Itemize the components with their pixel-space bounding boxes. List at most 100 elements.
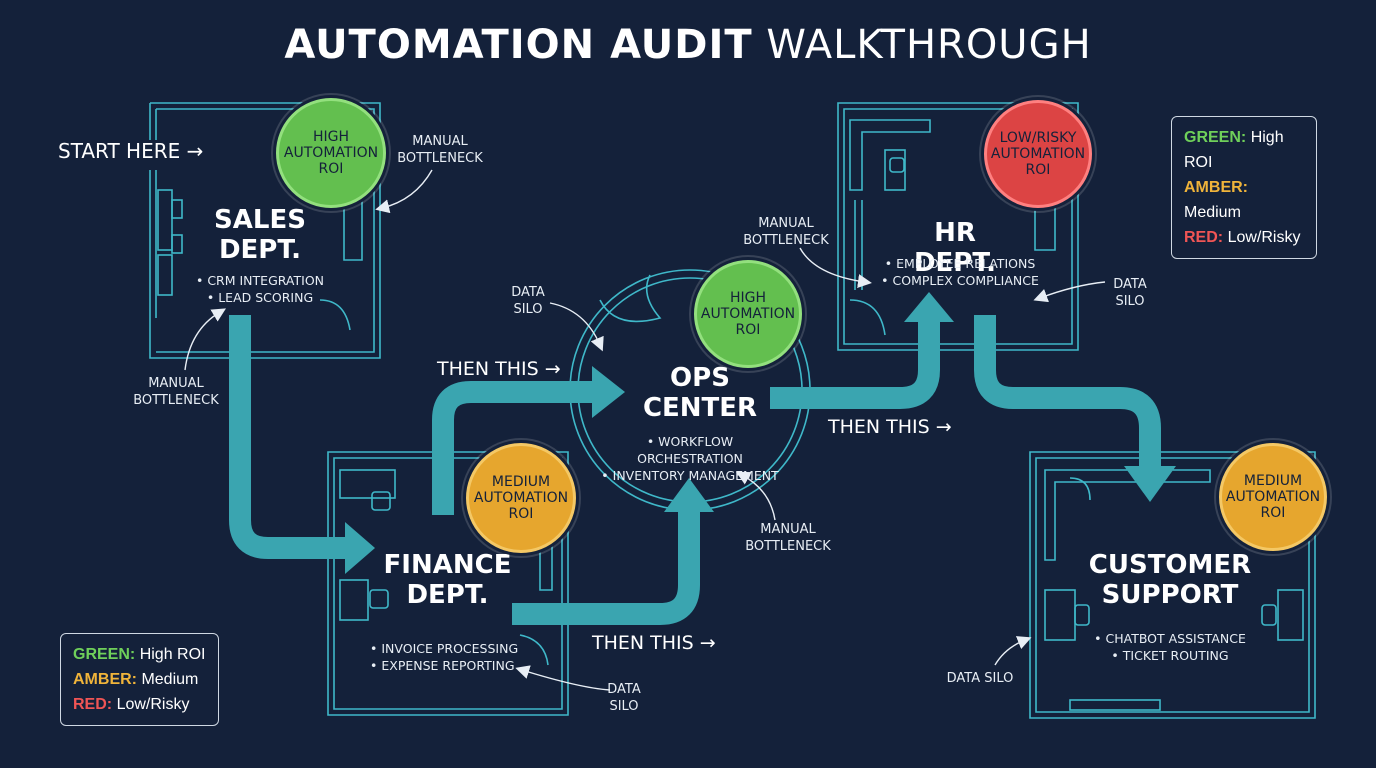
flow-arrowheads	[345, 292, 1176, 574]
support-badge-line3: ROI	[1260, 505, 1286, 521]
ops-center-title: OPS CENTER	[625, 363, 775, 423]
note-line: SILO	[1115, 294, 1145, 309]
ops-badge-line2: AUTOMATION	[700, 306, 796, 322]
legend-green-value: High ROI	[1184, 129, 1284, 171]
sales-roi-badge: HIGH AUTOMATION ROI	[276, 98, 386, 208]
ops-name-line1: OPS	[670, 363, 730, 393]
legend-row-amber: AMBER: Medium	[1184, 175, 1304, 225]
finance-badge-line2: AUTOMATION	[473, 490, 569, 506]
finance-badge-line1: MEDIUM	[491, 474, 551, 490]
legend-amber-key: AMBER:	[73, 671, 137, 688]
step-label-1: THEN THIS →	[437, 358, 561, 380]
ops-badge-line1: HIGH	[729, 290, 767, 306]
support-badge-line2: AUTOMATION	[1225, 489, 1321, 505]
annotation-pointers	[184, 169, 1106, 691]
ops-roi-badge: HIGH AUTOMATION ROI	[694, 260, 802, 368]
page-title: AUTOMATION AUDIT WALKTHROUGH	[0, 22, 1376, 68]
finance-bullet-2: EXPENSE REPORTING	[370, 657, 530, 674]
support-roi-badge: MEDIUM AUTOMATION ROI	[1219, 443, 1327, 551]
hr-data-silo-note: DATA SILO	[1102, 276, 1158, 310]
legend-top-right: GREEN: High ROI AMBER: Medium RED: Low/R…	[1171, 116, 1317, 259]
ops-bullet-2: INVENTORY MANAGEMENT	[595, 467, 785, 484]
note-line: BOTTLENECK	[743, 233, 829, 248]
hr-bullets: EMPLOYEE RELATIONS COMPLEX COMPLIANCE	[880, 255, 1040, 289]
ops-data-silo-note: DATA SILO	[500, 284, 556, 318]
finance-roi-badge: MEDIUM AUTOMATION ROI	[466, 443, 576, 553]
finance-dept-title: FINANCE DEPT.	[375, 550, 520, 610]
hr-badge-line1: LOW/RISKY	[999, 130, 1077, 146]
finance-bullets: INVOICE PROCESSING EXPENSE REPORTING	[370, 640, 530, 674]
note-line: MANUAL	[412, 134, 468, 149]
note-line: DATA SILO	[946, 671, 1014, 686]
title-bold: AUTOMATION AUDIT	[284, 22, 753, 68]
hr-bullet-2: COMPLEX COMPLIANCE	[880, 272, 1040, 289]
note-line: MANUAL	[758, 216, 814, 231]
note-line: DATA	[1113, 277, 1147, 292]
support-dept-title: CUSTOMER SUPPORT	[1085, 550, 1255, 610]
sales-badge-line1: HIGH	[312, 129, 350, 145]
hr-bottleneck-note: MANUAL BOTTLENECK	[738, 215, 834, 249]
sales-name-line2: DEPT.	[218, 235, 302, 265]
legend-row-amber: AMBER: Medium	[73, 667, 206, 692]
sales-bullet-2: LEAD SCORING	[185, 289, 335, 306]
sales-bullets: CRM INTEGRATION LEAD SCORING	[185, 272, 335, 306]
support-room-outline	[1029, 451, 1316, 719]
ops-bullets: WORKFLOW ORCHESTRATION INVENTORY MANAGEM…	[595, 433, 785, 484]
step-label-2: THEN THIS →	[828, 416, 952, 438]
support-name-line1: CUSTOMER	[1088, 550, 1252, 580]
note-line: BOTTLENECK	[745, 539, 831, 554]
legend-amber-value: Medium	[1184, 204, 1241, 221]
note-line: DATA	[511, 285, 545, 300]
hr-badge-line2: AUTOMATION	[990, 146, 1086, 162]
ops-bullet-1: WORKFLOW ORCHESTRATION	[595, 433, 785, 467]
sales-badge-line3: ROI	[318, 161, 344, 177]
legend-amber-value: Medium	[141, 671, 199, 688]
flow-arrows	[229, 315, 1161, 625]
legend-green-key: GREEN:	[1184, 129, 1247, 146]
start-here-label: START HERE →	[58, 139, 204, 163]
legend-red-key: RED:	[1184, 229, 1224, 246]
sales-dept-title: SALES DEPT.	[190, 205, 330, 265]
hr-bullet-1: EMPLOYEE RELATIONS	[880, 255, 1040, 272]
step-label-3: THEN THIS →	[592, 632, 716, 654]
finance-name-line2: DEPT.	[406, 580, 489, 610]
finance-data-silo-note: DATA SILO	[596, 681, 652, 715]
finance-bullet-1: INVOICE PROCESSING	[370, 640, 530, 657]
sales-bottleneck-note-bottom: MANUAL BOTTLENECK	[128, 375, 224, 409]
ops-bottleneck-note: MANUAL BOTTLENECK	[740, 521, 836, 555]
hr-name-line1: HR	[934, 218, 976, 248]
title-light: WALKTHROUGH	[766, 22, 1092, 68]
note-line: DATA	[607, 682, 641, 697]
ops-name-line2: CENTER	[642, 393, 758, 423]
support-name-line2: SUPPORT	[1101, 580, 1239, 610]
note-line: MANUAL	[760, 522, 816, 537]
support-data-silo-note: DATA SILO	[940, 670, 1020, 687]
sales-name-line1: SALES	[214, 205, 306, 235]
legend-row-red: RED: Low/Risky	[73, 692, 206, 717]
legend-amber-key: AMBER:	[1184, 179, 1248, 196]
support-bullet-1: CHATBOT ASSISTANCE	[1090, 630, 1250, 647]
note-line: BOTTLENECK	[133, 393, 219, 408]
hr-badge-line3: ROI	[1025, 162, 1051, 178]
ops-badge-line3: ROI	[735, 322, 761, 338]
legend-bottom-left: GREEN: High ROI AMBER: Medium RED: Low/R…	[60, 633, 219, 726]
legend-red-key: RED:	[73, 696, 113, 713]
support-bullet-2: TICKET ROUTING	[1090, 647, 1250, 664]
note-line: MANUAL	[148, 376, 204, 391]
legend-row-green: GREEN: High ROI	[73, 642, 206, 667]
note-line: BOTTLENECK	[397, 151, 483, 166]
finance-name-line1: FINANCE	[383, 550, 512, 580]
legend-red-value: Low/Risky	[1227, 229, 1301, 246]
support-badge-line1: MEDIUM	[1243, 473, 1303, 489]
legend-green-key: GREEN:	[73, 646, 136, 663]
sales-bullet-1: CRM INTEGRATION	[185, 272, 335, 289]
sales-badge-line2: AUTOMATION	[283, 145, 379, 161]
hr-roi-badge: LOW/RISKY AUTOMATION ROI	[984, 100, 1092, 208]
legend-green-value: High ROI	[139, 646, 206, 663]
note-line: SILO	[609, 699, 639, 714]
legend-red-value: Low/Risky	[116, 696, 190, 713]
sales-room-outline	[149, 102, 381, 359]
support-bullets: CHATBOT ASSISTANCE TICKET ROUTING	[1090, 630, 1250, 664]
legend-row-green: GREEN: High ROI	[1184, 125, 1304, 175]
